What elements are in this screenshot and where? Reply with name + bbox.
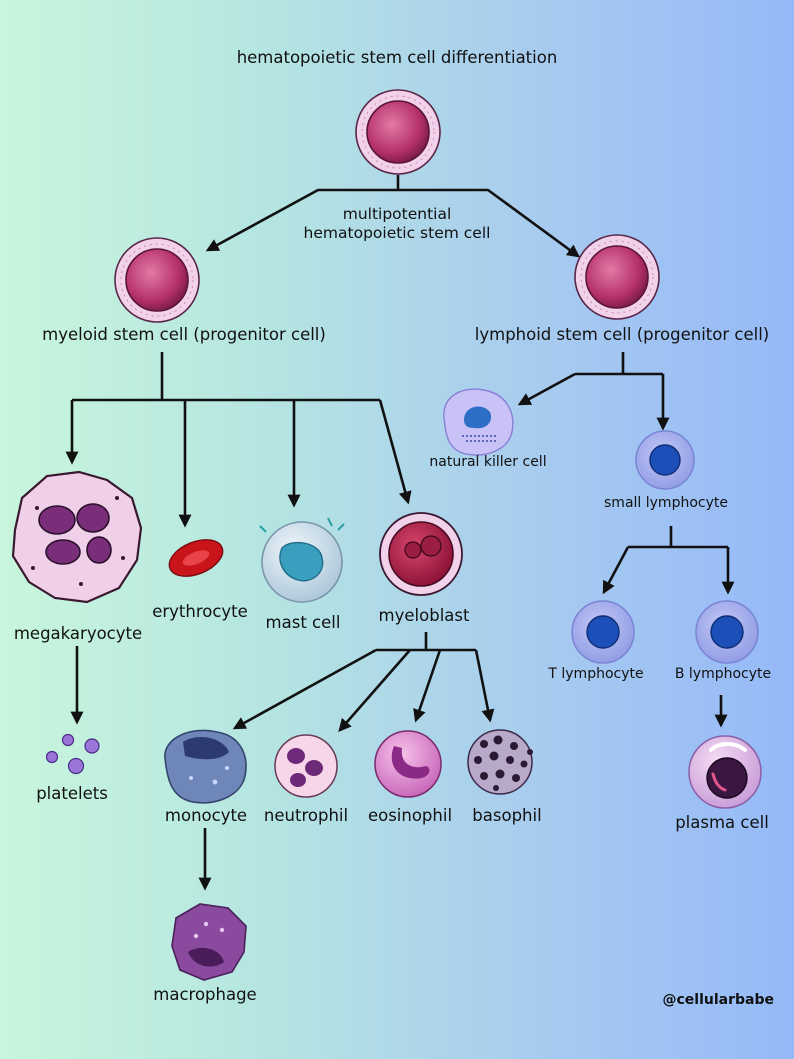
connector-hsc-myeloid — [205, 188, 398, 252]
label-erythrocyte: erythrocyte — [152, 602, 248, 621]
label-myeloblast: myeloblast — [378, 606, 470, 625]
label-monocyte: monocyte — [164, 806, 248, 825]
erythrocyte-icon — [168, 539, 224, 577]
label-b-lymphocyte: B lymphocyte — [674, 666, 772, 682]
megakaryocyte-icon — [11, 470, 143, 604]
macrophage-icon — [171, 903, 247, 981]
connector-hsc-lymphoid — [398, 188, 581, 258]
natural-killer-cell-icon — [443, 388, 514, 456]
platelets-icon — [45, 733, 100, 775]
monocyte-icon — [164, 729, 247, 804]
label-platelets: platelets — [36, 784, 108, 803]
label-basophil: basophil — [472, 806, 542, 825]
connector-lymphoid-bus — [575, 352, 663, 376]
connector-to-basophil — [474, 649, 495, 723]
connector-myeloid-bus — [72, 352, 380, 402]
label-t-lymphocyte: T lymphocyte — [548, 666, 644, 682]
label-plasma-cell: plasma cell — [675, 813, 769, 832]
t-lymphocyte-icon — [571, 600, 635, 664]
small-lymphocyte-icon — [635, 430, 695, 490]
lymphoid-stem-cell-icon — [574, 234, 660, 320]
connector-to-t-lymphocyte — [602, 546, 630, 595]
connector-myeloblast-bus — [376, 632, 476, 652]
basophil-icon — [467, 729, 533, 795]
connector-small-lymphocyte-bus — [628, 526, 728, 549]
label-neutrophil: neutrophil — [263, 806, 349, 825]
connector-lines — [65, 175, 735, 891]
label-mast-cell: mast cell — [265, 613, 341, 632]
connector-to-myeloblast — [378, 399, 412, 505]
hematopoietic-stem-cell-icon — [355, 89, 441, 175]
plasma-cell-icon — [688, 735, 762, 809]
connector-to-eosinophil — [413, 649, 442, 723]
label-small-lymphocyte: small lymphocyte — [604, 495, 728, 511]
connector-to-neutrophil — [338, 649, 411, 732]
neutrophil-icon — [274, 734, 338, 798]
label-natural-killer-cell: natural killer cell — [429, 454, 547, 470]
myeloid-stem-cell-icon — [114, 237, 200, 323]
connector-to-nk-cell — [517, 372, 576, 406]
label-lymphoid-stem-cell: lymphoid stem cell (progenitor cell) — [474, 325, 770, 344]
watermark: @cellularbabe — [662, 992, 775, 1008]
label-megakaryocyte: megakaryocyte — [13, 624, 143, 643]
myeloblast-icon — [379, 512, 463, 596]
label-macrophage: macrophage — [153, 985, 257, 1004]
label-eosinophil: eosinophil — [367, 806, 453, 825]
diagram-title: hematopoietic stem cell differentiation — [236, 48, 558, 67]
mast-cell-icon — [259, 517, 345, 603]
eosinophil-icon — [374, 730, 442, 798]
label-hematopoietic-stem-cell: multipotential hematopoietic stem cell — [303, 205, 491, 243]
connector-to-monocyte — [232, 648, 377, 730]
b-lymphocyte-icon — [695, 600, 759, 664]
label-myeloid-stem-cell: myeloid stem cell (progenitor cell) — [42, 325, 326, 344]
